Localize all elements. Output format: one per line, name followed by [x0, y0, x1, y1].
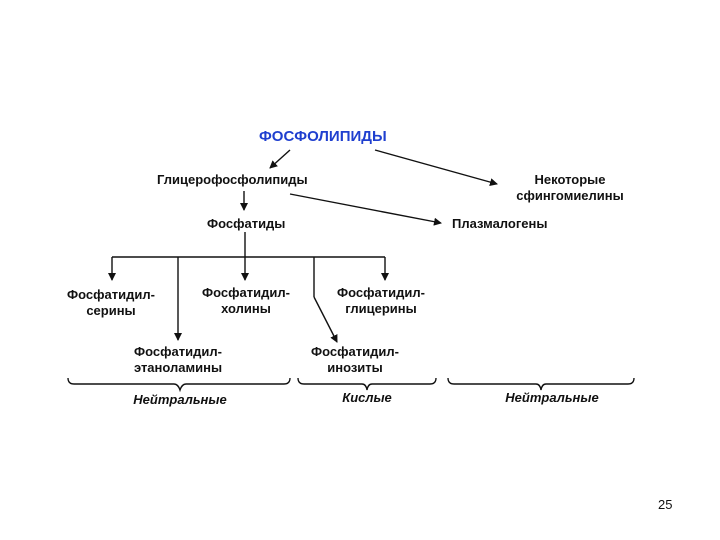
diagram-title: ФОСФОЛИПИДЫ [259, 128, 387, 145]
arrow-title-to-glycerophospholipids [269, 149, 291, 169]
brace-right [447, 377, 635, 391]
node-plasmalogens: Плазмалогены [452, 216, 548, 231]
arrow-to-inositols-tail [313, 296, 338, 343]
brace-middle [297, 377, 437, 391]
node-some-sphingomyelins-line1: Некоторые [534, 172, 606, 187]
page-number: 25 [658, 497, 673, 512]
node-some-sphingomyelins: Некоторые сфингомиелины [505, 172, 635, 204]
node-phosphatidylglycerols-line1: Фосфатидил- [337, 285, 425, 300]
node-phosphatidylinositols: Фосфатидил- инозиты [300, 344, 410, 376]
node-some-sphingomyelins-line2: сфингомиелины [516, 188, 624, 203]
brace-left [67, 377, 291, 393]
node-phosphatidylcholines: Фосфатидил- холины [193, 285, 299, 317]
node-phosphatidylcholines-line2: холины [221, 301, 271, 316]
node-phosphatidylcholines-line1: Фосфатидил- [202, 285, 290, 300]
node-phosphatidylserines-line2: серины [86, 303, 136, 318]
arrow-title-to-sphingomyelins [374, 149, 498, 186]
node-phosphatidylinositols-line2: инозиты [327, 360, 383, 375]
node-phosphatidylinositols-line1: Фосфатидил- [311, 344, 399, 359]
group-label-acidic: Кислые [342, 390, 392, 405]
arrow-glycero-to-plasmalogens [289, 193, 442, 226]
group-label-neutral-left: Нейтральные [133, 392, 227, 407]
node-phosphatidylethanolamines-line2: этаноламины [133, 360, 223, 375]
node-phosphatidylserines: Фосфатидил- серины [56, 287, 166, 319]
node-phosphatidylglycerols-line2: глицерины [345, 301, 417, 316]
node-glycerophospholipids: Глицерофосфолипиды [157, 172, 308, 187]
group-label-neutral-right: Нейтральные [505, 390, 599, 405]
node-phosphatidylethanolamines-line1: Фосфатидил- [134, 344, 222, 359]
node-phosphatides: Фосфатиды [207, 216, 286, 231]
node-phosphatidylethanolamines: Фосфатидил- этаноламины [120, 344, 236, 376]
node-phosphatidylglycerols: Фосфатидил- глицерины [325, 285, 437, 317]
node-phosphatidylserines-line1: Фосфатидил- [67, 287, 155, 302]
